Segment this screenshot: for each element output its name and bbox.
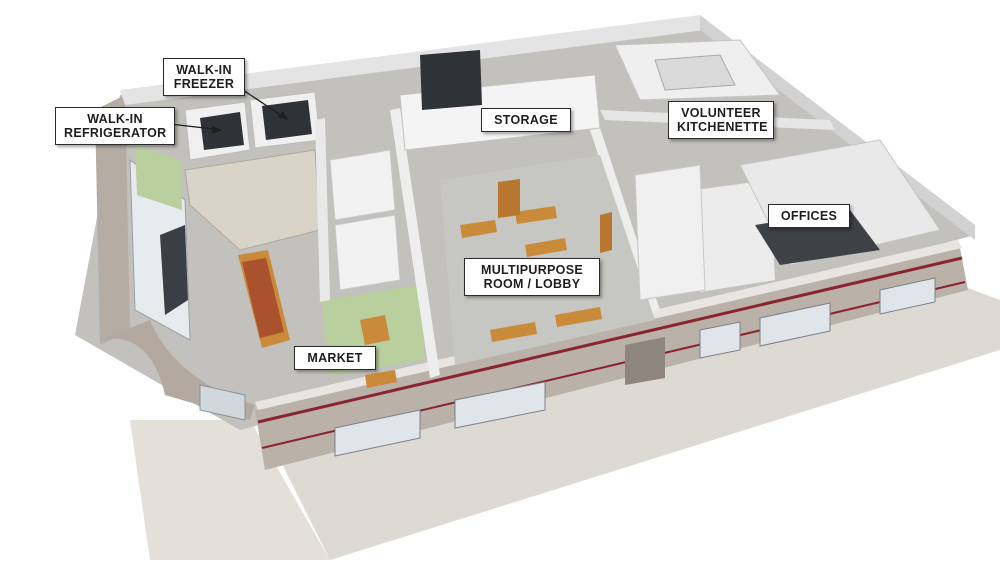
- kitchenette-label-line2: KITCHENETTE: [677, 120, 768, 134]
- front-exterior-wall: [255, 248, 968, 470]
- front-door-recess: [625, 337, 665, 385]
- table-2: [515, 206, 557, 224]
- market-shelving: [184, 149, 321, 251]
- table-1: [460, 220, 497, 238]
- offices-label: OFFICES: [768, 204, 850, 228]
- kitchenette-label-line1: VOLUNTEER: [681, 106, 761, 120]
- leader-freezer-arrow: [278, 111, 288, 120]
- front-window-5: [879, 277, 936, 315]
- table-4: [490, 322, 537, 342]
- sidewalk: [260, 285, 1000, 560]
- small-room-1: [329, 149, 396, 221]
- offices-label-text: OFFICES: [780, 209, 838, 223]
- market-label-text: MARKET: [307, 351, 363, 365]
- ground-plane: [130, 420, 330, 560]
- glass-cases: [160, 225, 188, 315]
- interior-wall-e: [695, 180, 775, 292]
- stairs: [654, 54, 736, 91]
- door-1: [498, 179, 520, 218]
- storage-label: STORAGE: [481, 108, 571, 132]
- storage-shaft: [420, 50, 482, 110]
- leader-refrigerator-arrow: [212, 126, 222, 134]
- table-5: [555, 307, 602, 327]
- accent-stripe-upper: [257, 256, 963, 424]
- door-2: [600, 212, 612, 253]
- storage-label-text: STORAGE: [494, 113, 558, 127]
- front-window-1: [334, 409, 421, 457]
- front-window-4: [759, 302, 831, 347]
- office-partition: [634, 164, 706, 301]
- multipurpose-label-line1: MULTIPURPOSE: [481, 263, 583, 277]
- green-wall-left: [135, 145, 182, 210]
- back-wall: [120, 15, 705, 105]
- small-room-2: [334, 214, 401, 291]
- walkin-refrigerator-interior: [200, 112, 244, 150]
- produce-items: [242, 258, 284, 338]
- walkin-freezer-label: WALK-IN FREEZER: [163, 58, 245, 96]
- interior-wall-b: [390, 108, 440, 378]
- volunteer-kitchenette-label: VOLUNTEER KITCHENETTE: [668, 101, 774, 139]
- market-table-1: [360, 315, 390, 345]
- walkin-refrigerator-label: WALK-IN REFRIGERATOR: [55, 107, 175, 145]
- market-table-2: [365, 370, 397, 388]
- market-label: MARKET: [294, 346, 376, 370]
- multipurpose-label-line2: ROOM / LOBBY: [483, 277, 581, 291]
- multipurpose-room-label: MULTIPURPOSE ROOM / LOBBY: [464, 258, 600, 296]
- front-window-2: [454, 381, 546, 429]
- table-3: [525, 238, 567, 257]
- entrance-glass: [199, 384, 246, 421]
- walkin-refrigerator-label-line1: WALK-IN: [87, 112, 143, 126]
- walkin-refrigerator-label-line2: REFRIGERATOR: [64, 126, 167, 140]
- interior-wall-a: [315, 118, 330, 302]
- walkin-freezer-label-line2: FREEZER: [173, 77, 235, 91]
- walkin-freezer-label-line1: WALK-IN: [176, 63, 232, 77]
- left-exterior-wall: [95, 95, 130, 345]
- front-window-3: [699, 321, 741, 359]
